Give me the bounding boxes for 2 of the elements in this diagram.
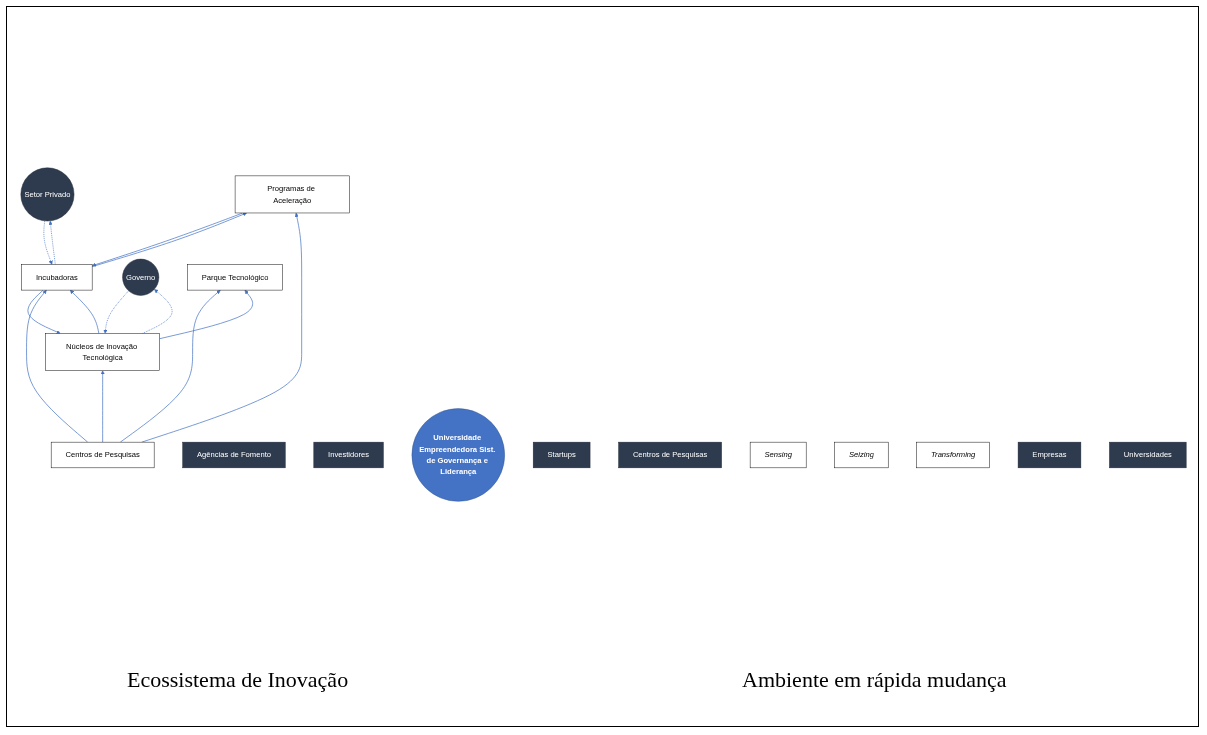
footer-note: Ecossistema de Inovação — [127, 667, 349, 693]
footer-note: Ambiente em rápida mudança — [742, 667, 1007, 693]
